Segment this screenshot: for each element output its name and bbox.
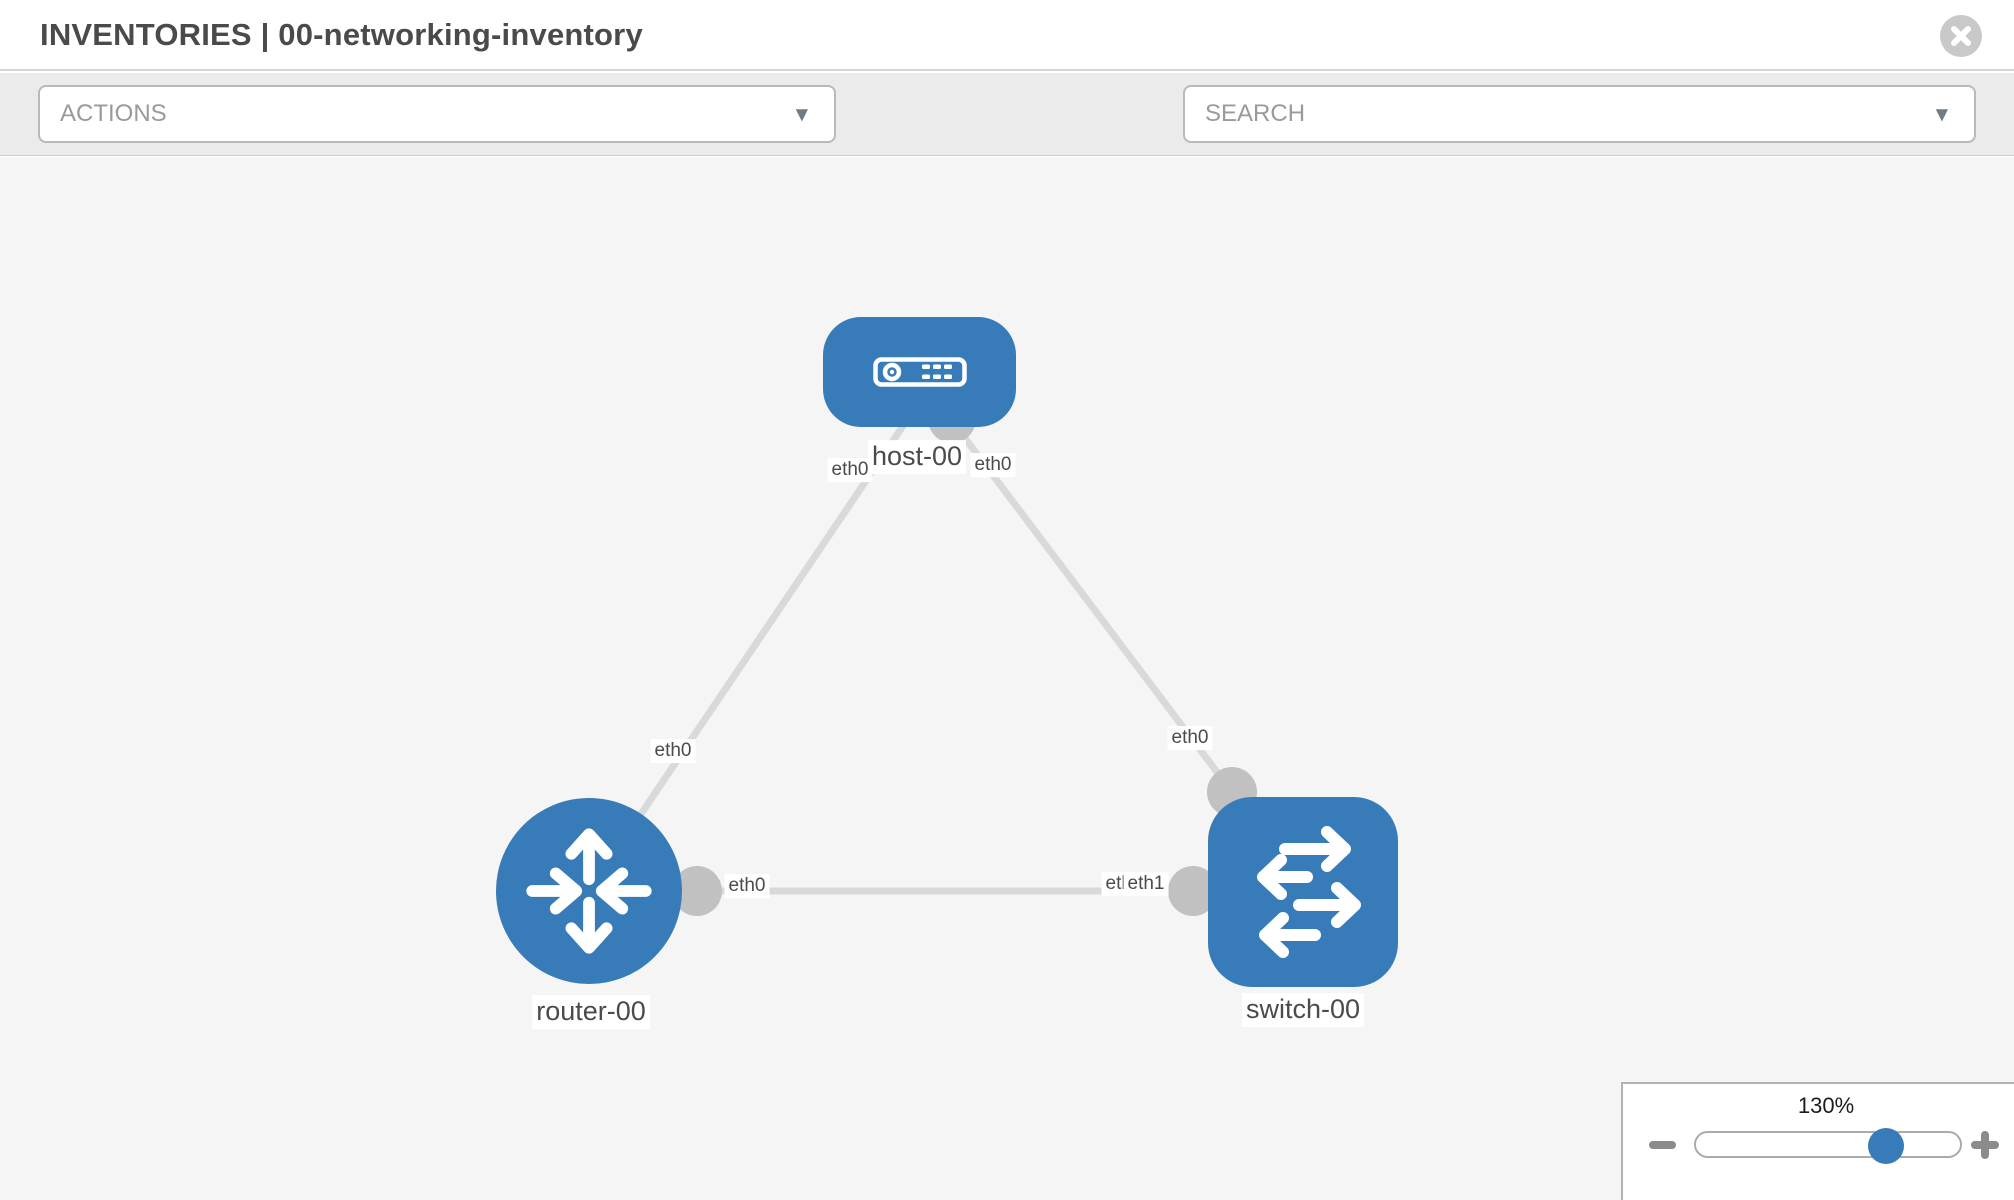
interface-label: eth0 <box>827 458 873 482</box>
chevron-down-icon: ▼ <box>1935 104 1948 124</box>
interface-label: eth0 <box>650 739 696 763</box>
minus-icon <box>1649 1141 1676 1149</box>
page-title: INVENTORIES | 00-networking-inventory <box>40 16 643 52</box>
interface-label: eth0 <box>724 874 770 898</box>
actions-dropdown[interactable]: ACTIONS ▼ <box>38 85 836 143</box>
interface-label: eth1 <box>1123 872 1169 896</box>
zoom-slider-handle[interactable] <box>1868 1128 1904 1164</box>
switch-icon <box>1257 826 1361 958</box>
interface-connector-router <box>672 866 722 916</box>
node-switch[interactable] <box>1208 797 1398 987</box>
topology-canvas[interactable]: host-00 router-00 switch-00 eth0 eth0 et… <box>0 157 2014 1200</box>
zoom-panel: 130% <box>1621 1082 2014 1200</box>
interface-connector-switch-left <box>1168 866 1218 916</box>
interface-label: eth0 <box>970 453 1016 477</box>
zoom-level: 130% <box>1797 1093 1855 1118</box>
host-icon <box>872 357 967 387</box>
router-icon <box>526 828 652 954</box>
node-label-router: router-00 <box>532 995 650 1029</box>
zoom-out-button[interactable] <box>1640 1123 1684 1167</box>
search-dropdown[interactable]: SEARCH ▼ <box>1183 85 1976 143</box>
chevron-down-icon: ▼ <box>795 104 808 124</box>
close-icon <box>1940 15 1982 57</box>
node-host[interactable] <box>823 317 1016 427</box>
zoom-in-button[interactable] <box>1963 1123 2007 1167</box>
zoom-slider-track[interactable] <box>1694 1128 1962 1164</box>
link-host-router <box>586 418 910 893</box>
node-label-switch: switch-00 <box>1241 993 1365 1027</box>
close-button[interactable] <box>1939 14 1983 58</box>
header: INVENTORIES | 00-networking-inventory <box>0 0 2014 71</box>
interface-label: eth0 <box>1167 726 1213 750</box>
node-label-host: host-00 <box>867 440 967 474</box>
node-router[interactable] <box>496 798 682 984</box>
search-dropdown-label: SEARCH <box>1205 100 1306 127</box>
actions-dropdown-label: ACTIONS <box>60 100 167 127</box>
